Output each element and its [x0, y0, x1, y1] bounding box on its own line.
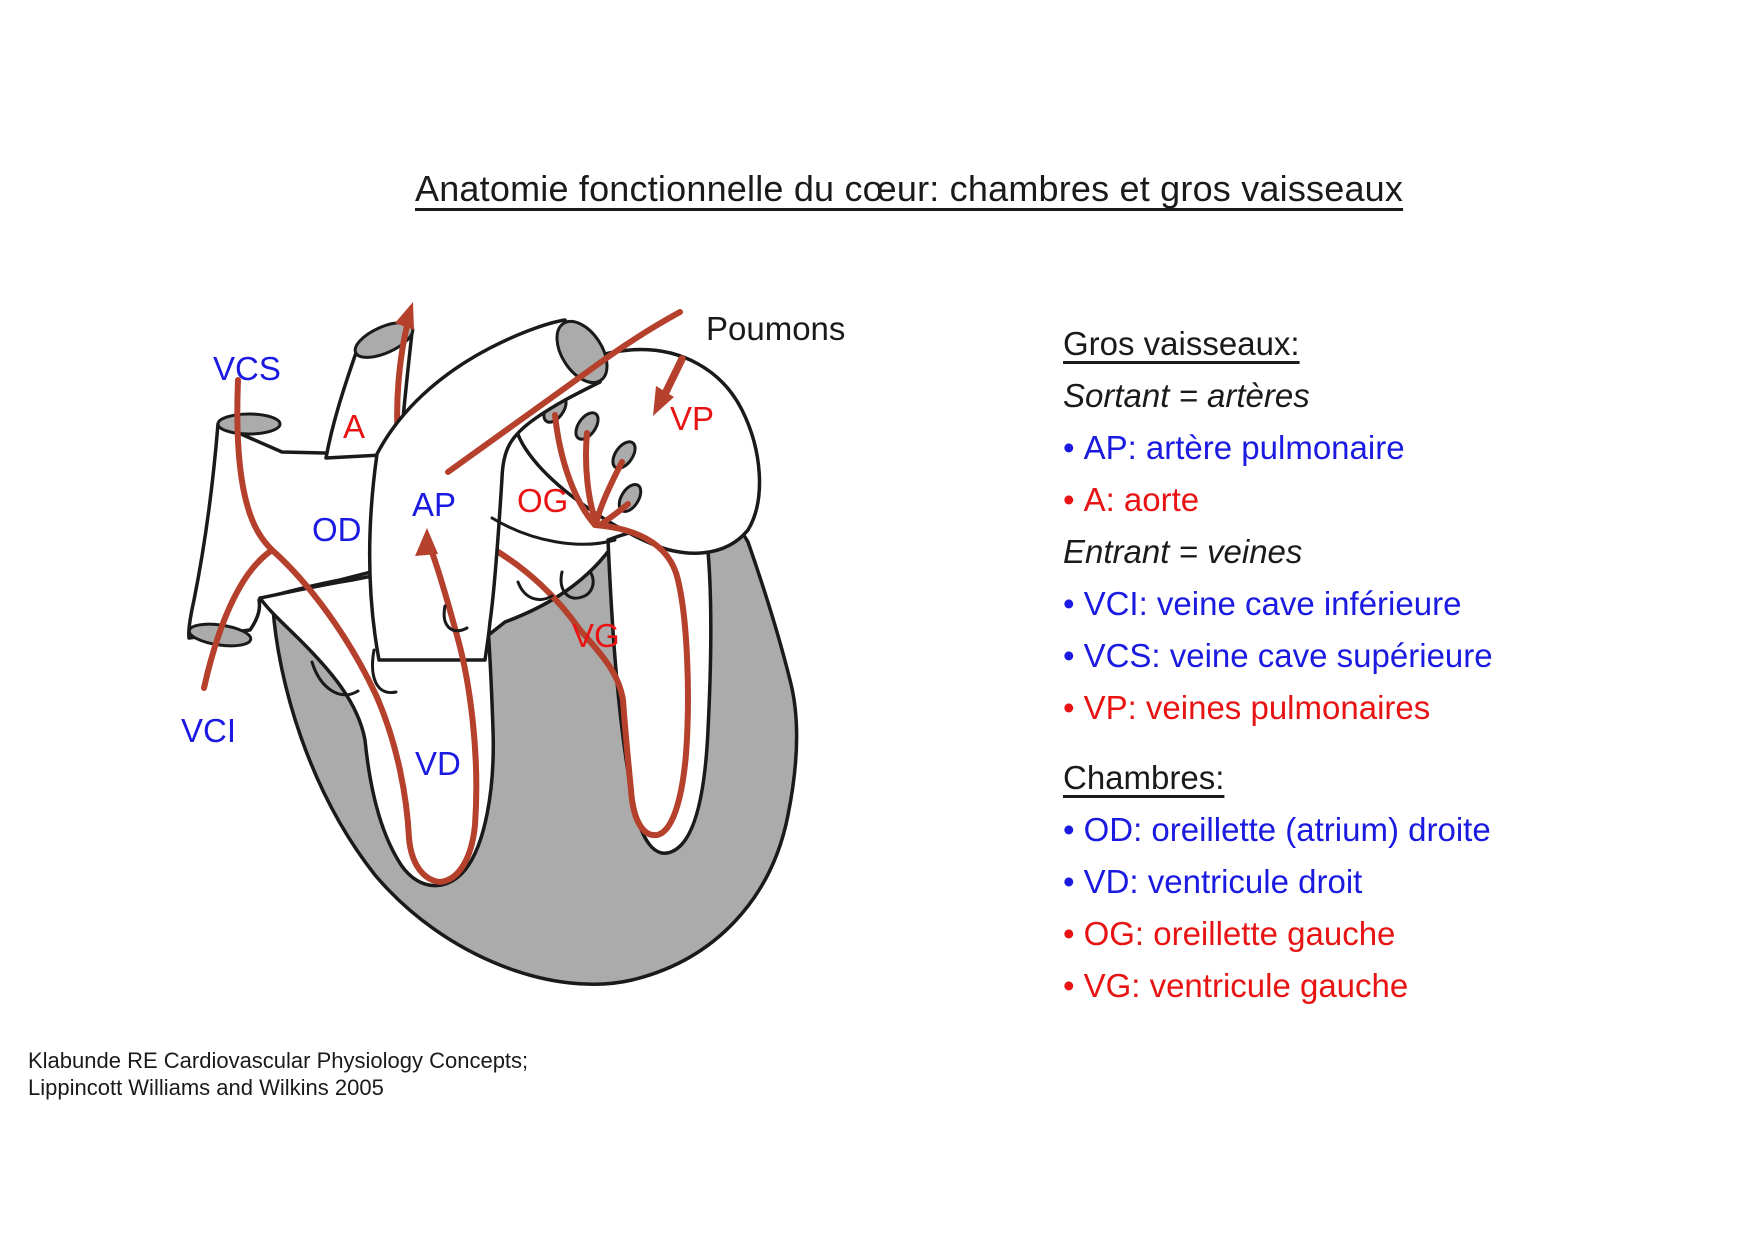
pulmonary-flow-arrow	[415, 528, 438, 556]
mitral-valve-line-1	[516, 580, 554, 601]
citation: Klabunde RE Cardiovascular Physiology Co…	[28, 1047, 528, 1101]
legend-item-text: OD: oreillette (atrium) droite	[1083, 811, 1491, 848]
label-vd: VD	[415, 745, 461, 782]
legend-subheading-outgoing: Sortant = artères	[1063, 377, 1310, 414]
legend-item-vg: •VG: ventricule gauche	[1063, 960, 1493, 1012]
legend-item-text: VD: ventricule droit	[1083, 863, 1363, 900]
legend-item-text: AP: artère pulmonaire	[1083, 429, 1405, 466]
bullet-icon: •	[1063, 967, 1075, 1004]
vp-line	[659, 355, 686, 402]
legend-item-og: •OG: oreillette gauche	[1063, 908, 1493, 960]
bullet-icon: •	[1063, 863, 1075, 900]
legend-item-ap: •AP: artère pulmonaire	[1063, 422, 1493, 474]
label-vcs: VCS	[213, 350, 281, 387]
legend-item-od: •OD: oreillette (atrium) droite	[1063, 804, 1493, 856]
tricuspid-valve-line-1	[310, 660, 360, 697]
legend-item-vcs: •VCS: veine cave supérieure	[1063, 630, 1493, 682]
legend-item-text: A: aorte	[1083, 481, 1200, 518]
bullet-icon: •	[1063, 585, 1075, 622]
label-poumons: Poumons	[706, 310, 845, 347]
pulmonary-vein-line-3	[594, 459, 625, 523]
legend-item-vp: •VP: veines pulmonaires	[1063, 682, 1493, 734]
pulmonic-valve-line	[442, 604, 469, 633]
vci-flow-line	[201, 547, 275, 691]
legend-item-vd: •VD: ventricule droit	[1063, 856, 1493, 908]
label-vg: VG	[572, 617, 620, 654]
lv-loop-line	[577, 522, 691, 839]
ap-to-lungs-line	[445, 309, 683, 475]
legend-item-text: VP: veines pulmonaires	[1083, 689, 1431, 726]
vp-arrow	[653, 386, 674, 416]
citation-line-1: Klabunde RE Cardiovascular Physiology Co…	[28, 1048, 529, 1073]
label-ap: AP	[412, 486, 456, 523]
page-title: Anatomie fonctionnelle du cœur: chambres…	[415, 168, 1404, 209]
aorta-flow-arrow	[395, 302, 414, 330]
label-od: OD	[312, 511, 362, 548]
pulmonary-vein-opening-3	[611, 440, 637, 470]
left-atrium-outline	[513, 347, 762, 555]
legend-item-text: VCI: veine cave inférieure	[1083, 585, 1462, 622]
pulmonary-vein-line-1	[552, 412, 598, 528]
rv-loop-line	[269, 547, 480, 886]
mitral-valve-line-2	[559, 570, 595, 600]
legend-item-text: VCS: veine cave supérieure	[1083, 637, 1493, 674]
heart-diagram: VCS A Poumons VP AP OG OD VG VCI VD	[181, 302, 845, 986]
label-a: A	[343, 408, 365, 445]
legend-item-vci: •VCI: veine cave inférieure	[1063, 578, 1493, 630]
bullet-icon: •	[1063, 915, 1075, 952]
vcs-flow-line	[234, 377, 275, 553]
pulmonary-vein-opening-2	[574, 411, 600, 441]
legend-subheading-incoming: Entrant = veines	[1063, 533, 1303, 570]
legend-item-a: •A: aorte	[1063, 474, 1493, 526]
bullet-icon: •	[1063, 481, 1075, 518]
label-vp: VP	[670, 400, 714, 437]
bullet-icon: •	[1063, 689, 1075, 726]
legend-heading-vessels: Gros vaisseaux:	[1063, 325, 1300, 362]
legend-heading-chambers: Chambres:	[1063, 759, 1225, 796]
bullet-icon: •	[1063, 429, 1075, 466]
legend-item-text: VG: ventricule gauche	[1083, 967, 1409, 1004]
tricuspid-valve-line-2	[371, 648, 398, 695]
legend: Gros vaisseaux: Sortant = artères •AP: a…	[1063, 318, 1493, 1012]
label-og: OG	[517, 482, 568, 519]
la-boundary-line	[490, 516, 617, 546]
label-vci: VCI	[181, 712, 236, 749]
pulmonary-vein-line-2	[583, 430, 599, 525]
legend-item-text: OG: oreillette gauche	[1083, 915, 1396, 952]
bullet-icon: •	[1063, 637, 1075, 674]
citation-line-2: Lippincott Williams and Wilkins 2005	[28, 1075, 384, 1100]
vcs-opening	[216, 412, 282, 436]
bullet-icon: •	[1063, 811, 1075, 848]
